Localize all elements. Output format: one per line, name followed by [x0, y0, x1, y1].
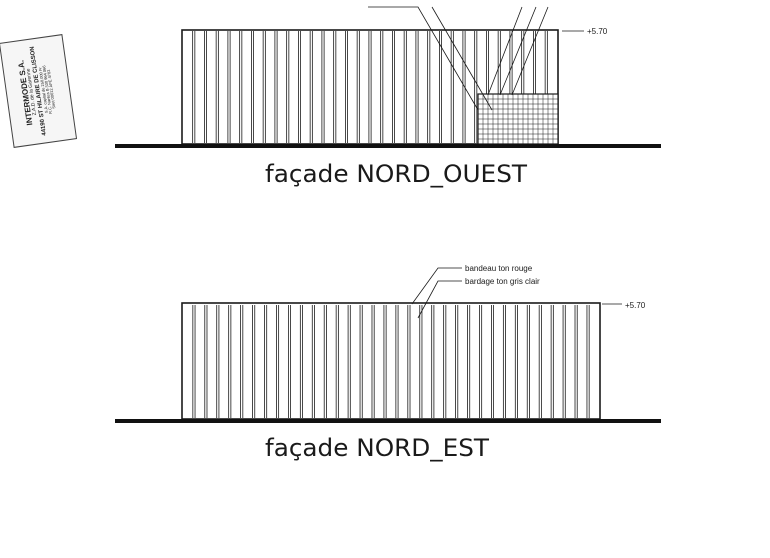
nord-est-outline: [181, 302, 601, 420]
nord-est-annotation-bardage: bardage ton gris clair: [465, 277, 540, 286]
nord-ouest-title: façade NORD_OUEST: [265, 160, 527, 188]
facade-nord-ouest: +5.70 façade NORD_OUEST: [115, 6, 661, 188]
nord-ouest-ground-line: [115, 144, 661, 148]
nord-ouest-grid-panel: [477, 93, 559, 145]
nord-est-level-label: +5.70: [625, 301, 646, 310]
facade-nord-est: bandeau ton rouge bardage ton gris clair…: [115, 264, 661, 462]
nord-est-annotation-bandeau: bandeau ton rouge: [465, 264, 533, 273]
nord-est-slats: [192, 305, 590, 418]
nord-ouest-level-label: +5.70: [587, 27, 608, 36]
nord-est-title: façade NORD_EST: [265, 434, 489, 462]
nord-est-leader-lines: [411, 267, 622, 319]
nord-est-ground-line: [115, 419, 661, 423]
nord-ouest-leader-lines: [368, 6, 584, 111]
